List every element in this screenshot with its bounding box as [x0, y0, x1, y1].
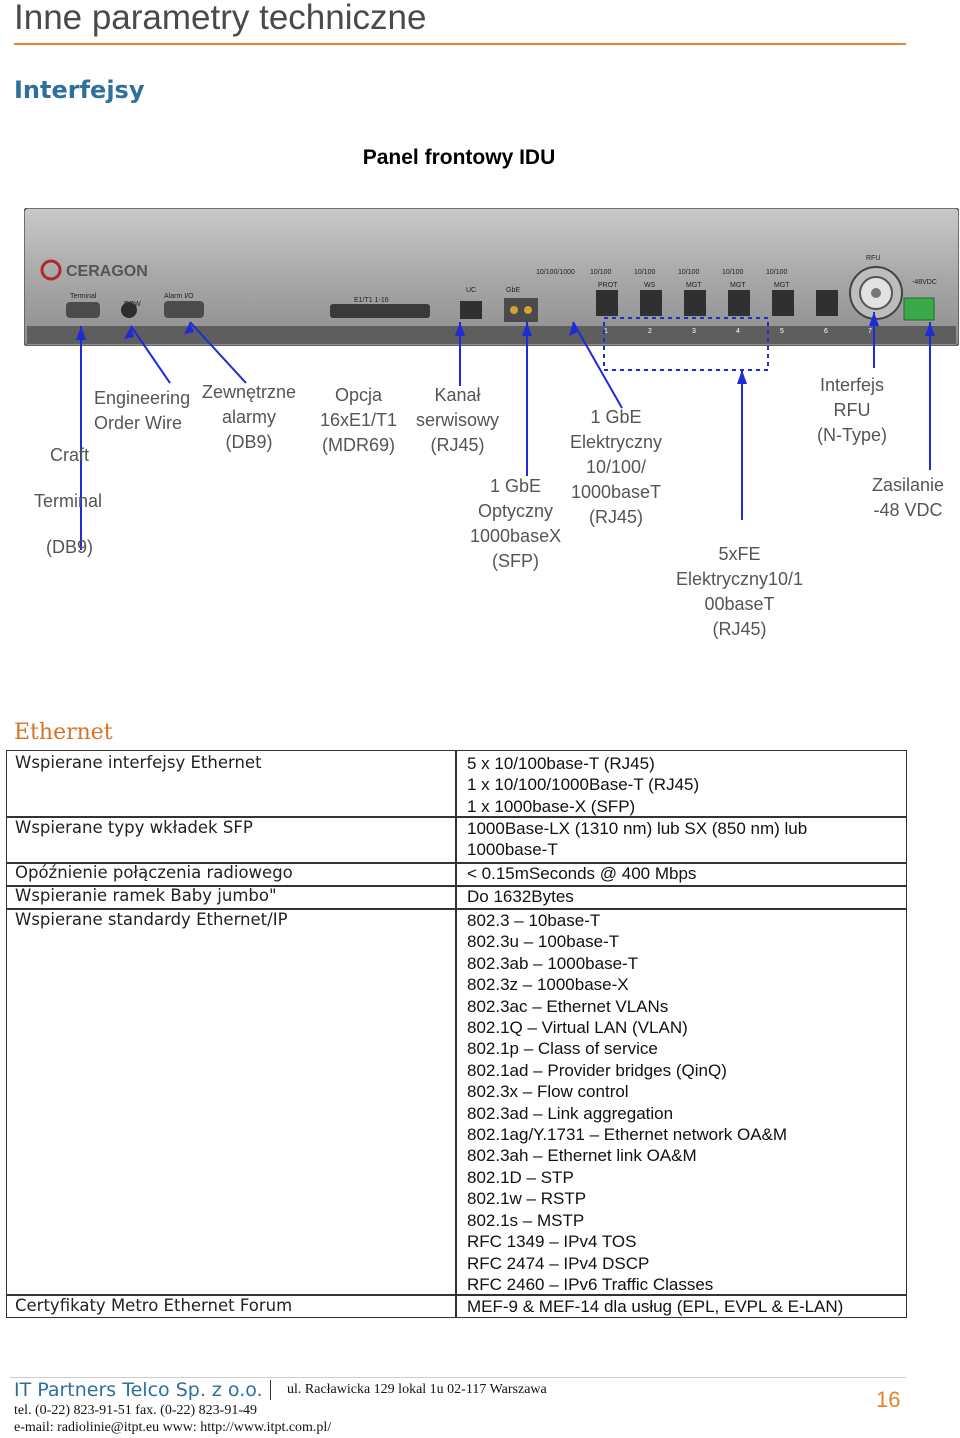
port-label: PROT — [598, 282, 618, 289]
uc-port — [460, 301, 482, 319]
panel-title: Panel frontowy IDU — [362, 146, 556, 169]
terminal-port — [66, 302, 100, 318]
port-label: 10/100/1000 — [536, 269, 575, 276]
section-title: Interfejsy — [14, 76, 145, 104]
port-label: 10/100 — [634, 269, 656, 276]
port-label: MGT — [686, 282, 702, 289]
label-alarms: Zewnętrzne alarmy (DB9) — [202, 382, 297, 452]
footer-address: ul. Racławicka 129 lokal 1u 02-117 Warsz… — [287, 1382, 547, 1397]
e1t1-port — [330, 304, 430, 318]
table-row-value: 802.3 – 10base-T 802.3u – 100base-T 802.… — [467, 911, 788, 1294]
eow-jack — [121, 302, 137, 318]
port-labels: TerminalEOWAlarm I/OE1/T1 1-16UCGbE10/10… — [70, 255, 937, 308]
port-number: 1 — [604, 328, 608, 335]
page-title: Inne parametry techniczne — [14, 0, 427, 37]
table-row-label: Wspierane interfejsy Ethernet — [15, 753, 262, 772]
label-eow: Engineering Order Wire — [94, 388, 191, 433]
footer-email: e-mail: radiolinie@itpt.eu www: http://w… — [14, 1420, 332, 1435]
ceragon-logo: CERAGON — [66, 263, 148, 280]
label-fe: 5xFE Elektryczny10/1 00baseT (RJ45) — [676, 544, 804, 639]
port-label: MGT — [774, 282, 790, 289]
footer-phone: tel. (0-22) 823-91-51 fax. (0-22) 823-91… — [14, 1403, 257, 1418]
port-number: 6 — [824, 328, 828, 335]
port-label: 10/100 — [766, 269, 788, 276]
power-connector — [903, 297, 935, 321]
port-number: 5 — [780, 328, 784, 335]
port-label: -48VDC — [912, 279, 937, 286]
table-row-label: Wspierane typy wkładek SFP — [15, 818, 253, 837]
port-label: RFU — [866, 255, 880, 262]
ethernet-title: Ethernet — [14, 720, 113, 745]
page-number: 16 — [876, 1387, 901, 1412]
port-label: Terminal — [70, 293, 97, 300]
port-label: GbE — [506, 287, 520, 294]
port-number: 7 — [868, 328, 872, 335]
port-label: MGT — [730, 282, 746, 289]
port-label: E1/T1 1-16 — [354, 297, 389, 304]
label-e1t1: Opcja 16xE1/T1 (MDR69) — [320, 385, 398, 455]
alarm-port — [164, 301, 204, 318]
table-row-label: Wspieranie ramek Baby jumbo" — [15, 886, 277, 905]
label-db9-craft: (DB9) — [46, 537, 94, 557]
diagram-leader-lines — [76, 312, 935, 550]
label-gbe-electrical: 1 GbE Elektryczny 10/100/ 1000baseT (RJ4… — [570, 407, 663, 527]
footer-divider — [10, 1377, 906, 1378]
table-row-value: MEF-9 & MEF-14 dla usług (EPL, EVPL & E-… — [467, 1297, 844, 1316]
ethernet-ports — [596, 290, 838, 316]
table-row-label: Wspierane standardy Ethernet/IP — [15, 910, 288, 929]
ethernet-spec-table: Wspierane interfejsy Ethernet 5 x 10/100… — [6, 750, 907, 1318]
port-label: 10/100 — [590, 269, 612, 276]
table-row-value: 5 x 10/100base-T (RJ45) 1 x 10/100/1000B… — [467, 754, 700, 816]
label-rfu: Interfejs RFU (N-Type) — [817, 375, 888, 445]
port-label: 10/100 — [722, 269, 744, 276]
port-label: Alarm I/O — [164, 293, 194, 300]
label-service-channel: Kanał serwisowy (RJ45) — [416, 385, 500, 455]
table-row-value: < 0.15mSeconds @ 400 Mbps — [467, 864, 697, 883]
table-row-label: Certyfikaty Metro Ethernet Forum — [15, 1296, 293, 1315]
label-sfp: 1 GbE Optyczny 1000baseX (SFP) — [470, 476, 562, 571]
idu-front-panel-image: CERAGON TerminalEOWAlarm I/OE1/T1 1-16UC… — [24, 208, 959, 346]
port-label: WS — [644, 282, 656, 289]
label-terminal: Terminal — [34, 491, 103, 511]
table-row-value: Do 1632Bytes — [467, 887, 574, 906]
footer-separator — [270, 1380, 271, 1400]
port-number: 3 — [692, 328, 696, 335]
sfp-port — [504, 298, 538, 322]
label-power: Zasilanie -48 VDC — [872, 475, 945, 520]
footer-company: IT Partners Telco Sp. z o.o. — [14, 1379, 263, 1401]
port-label: UC — [466, 287, 476, 294]
table-row-label: Opóźnienie połączenia radiowego — [15, 863, 293, 882]
port-label: 10/100 — [678, 269, 700, 276]
title-divider — [14, 43, 906, 45]
table-row-value: 1000Base-LX (1310 nm) lub SX (850 nm) lu… — [467, 819, 808, 860]
label-craft: Craft — [50, 445, 90, 465]
port-number: 2 — [648, 328, 652, 335]
port-number: 4 — [736, 328, 740, 335]
